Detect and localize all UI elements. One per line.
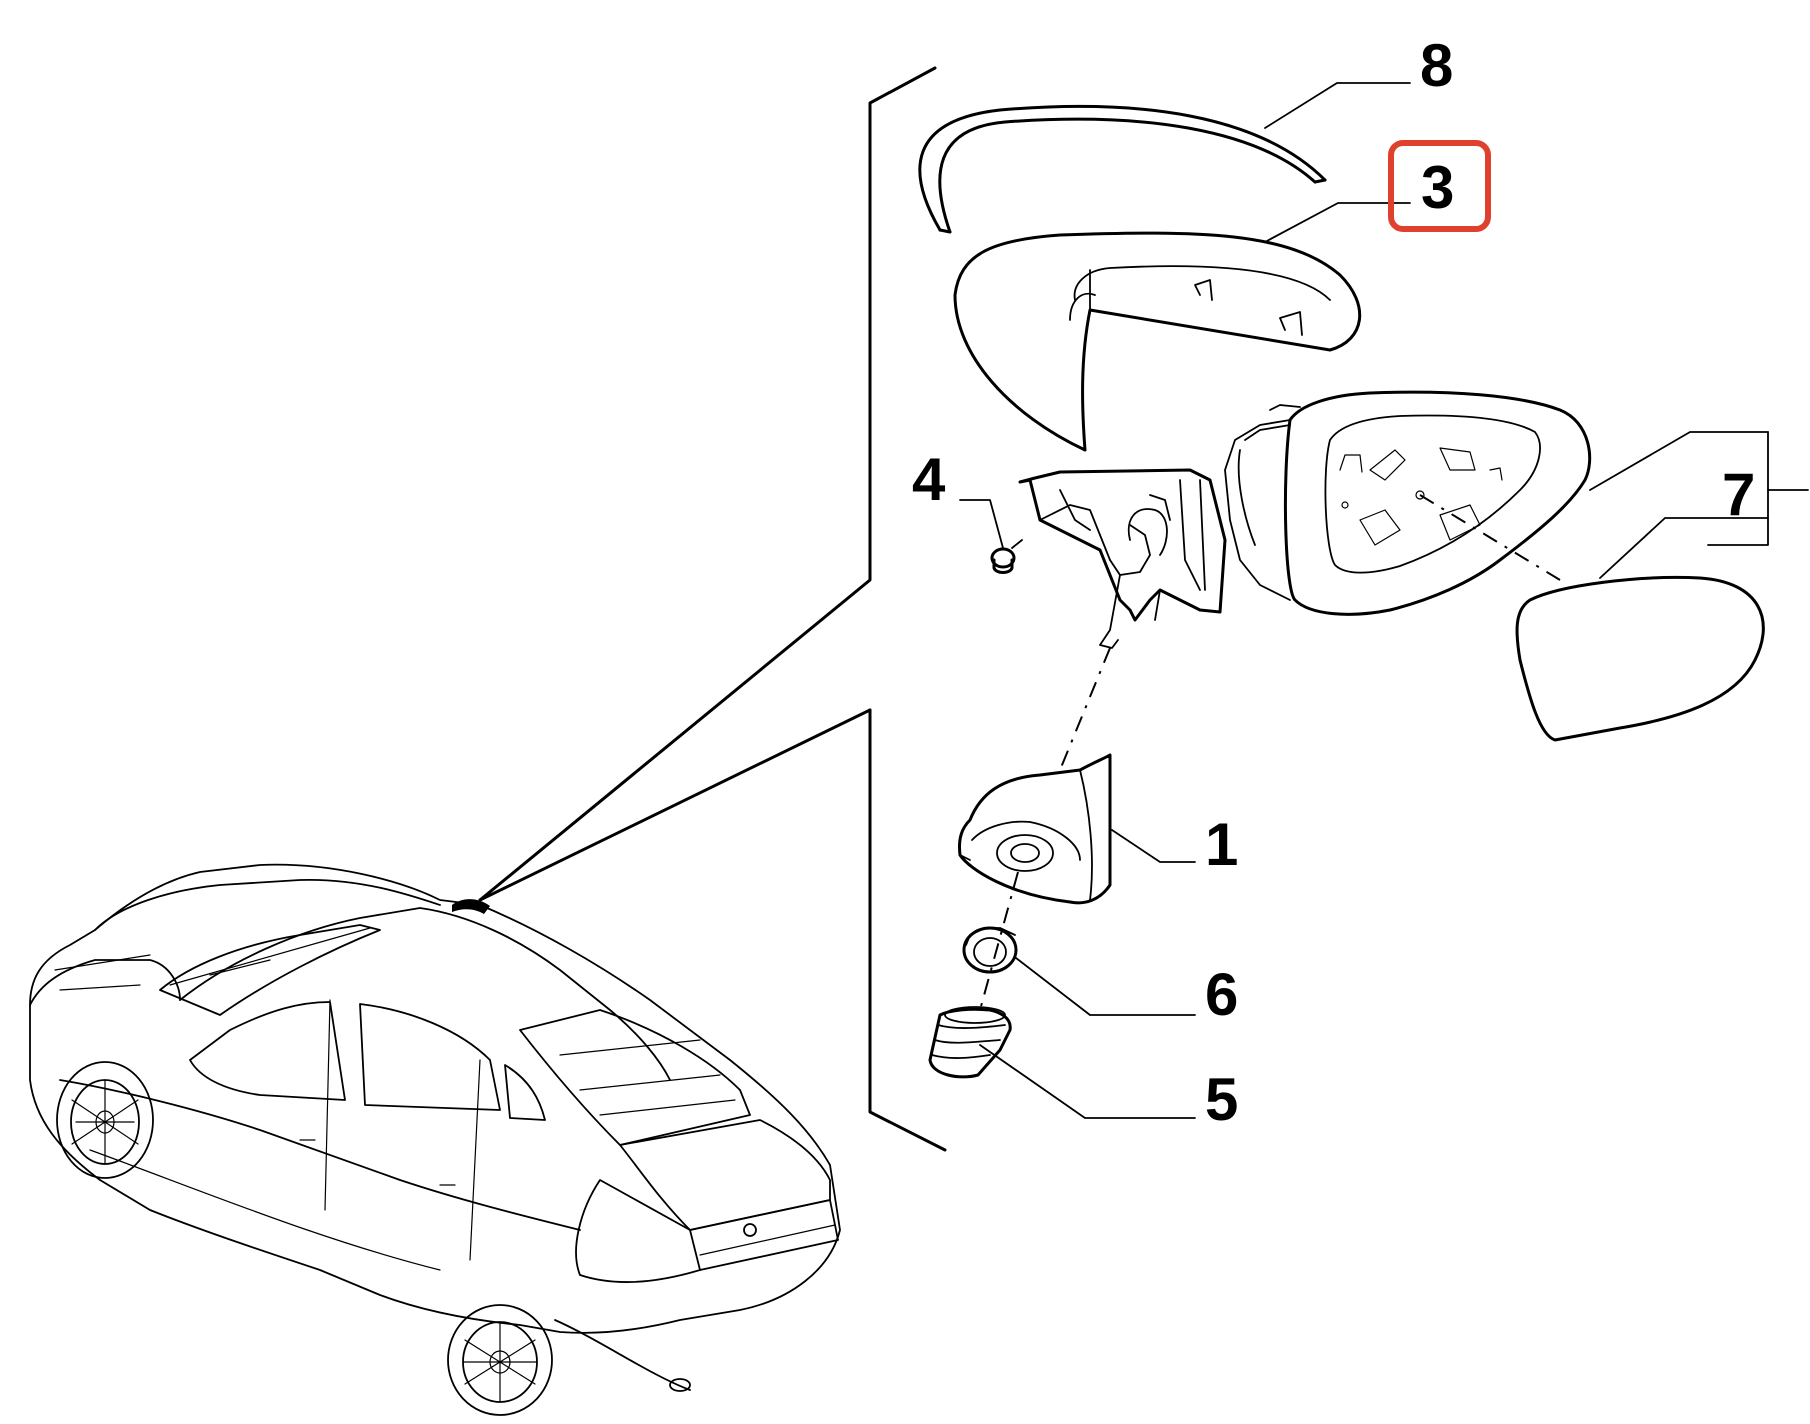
- leader-lines: [959, 82, 1809, 1119]
- part-4-screw: [990, 539, 1023, 574]
- part-1-base-cover: [958, 753, 1112, 905]
- callout-8: 8: [1420, 32, 1453, 99]
- callout-1: 1: [1205, 811, 1238, 878]
- axis-line-lower: [979, 871, 1019, 1011]
- part-7-mirror-housing: [1224, 390, 1592, 616]
- car-illustration: [29, 863, 841, 1416]
- housing-base-assembly: [1018, 468, 1227, 649]
- callout-3: 3: [1421, 154, 1454, 221]
- part-3-cover: [953, 231, 1362, 452]
- detail-bracket: [478, 66, 947, 1152]
- mirror-location-marker: [452, 899, 490, 914]
- axis-line-glass: [1419, 494, 1561, 581]
- callout-6: 6: [1205, 961, 1238, 1028]
- part-6-grommet: [962, 926, 1018, 974]
- callout-3-highlight: [1388, 140, 1491, 232]
- part-5-boot: [928, 1006, 1012, 1079]
- part-8-trim-strip: [918, 104, 1327, 234]
- axis-line-base: [1059, 647, 1111, 771]
- callout-5: 5: [1205, 1066, 1238, 1133]
- part-7-mirror-glass: [1515, 575, 1765, 742]
- callout-7: 7: [1722, 461, 1755, 528]
- callout-4: 4: [912, 446, 946, 513]
